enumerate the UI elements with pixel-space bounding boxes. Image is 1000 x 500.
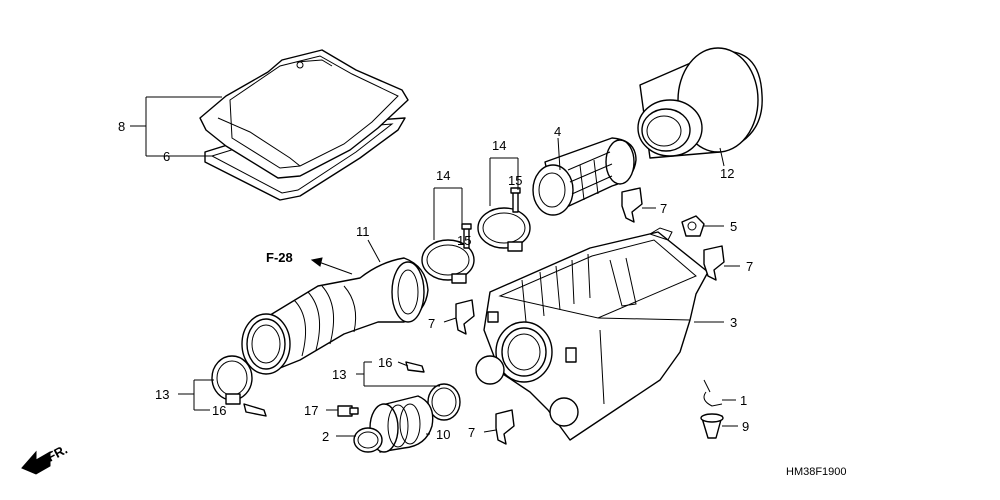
label-16-lower: 16 <box>212 403 226 418</box>
screw-part-16-upper <box>405 361 425 373</box>
label-15-upper: 15 <box>508 173 522 188</box>
label-11: 11 <box>356 224 370 239</box>
clip-part-1 <box>703 379 723 407</box>
band-clamp-part-13-right <box>427 383 461 421</box>
clip-part-7-bottom <box>495 409 515 445</box>
screw-part-16-lower <box>243 403 267 417</box>
label-15-lower: 15 <box>457 233 471 248</box>
label-2: 2 <box>322 429 329 444</box>
label-12: 12 <box>720 166 734 181</box>
front-direction-arrow <box>21 450 51 475</box>
label-5: 5 <box>730 219 737 234</box>
label-13-left: 13 <box>155 387 169 402</box>
band-clamp-part-14-upper <box>477 207 531 252</box>
label-1: 1 <box>740 393 747 408</box>
screw-part-15-right <box>510 187 521 213</box>
screw-part-15-left <box>461 223 472 249</box>
label-17: 17 <box>304 403 318 418</box>
band-clamp-part-13-left <box>211 355 253 405</box>
label-4: 4 <box>554 124 561 139</box>
intake-duct-part-11 <box>241 257 429 375</box>
air-cleaner-cover-part-8 <box>199 49 409 179</box>
label-7-left: 7 <box>428 316 435 331</box>
label-7-right: 7 <box>746 259 753 274</box>
nut-part-5 <box>681 215 705 237</box>
part-labels: 8 6 14 14 15 15 4 12 7 5 7 11 F-28 7 3 1… <box>44 119 846 478</box>
clip-part-7-right <box>703 245 725 281</box>
label-14-upper: 14 <box>492 138 506 153</box>
label-7-bottom: 7 <box>468 425 475 440</box>
leader-lines <box>130 96 740 437</box>
label-10: 10 <box>436 427 450 442</box>
label-f28: F-28 <box>266 250 293 265</box>
air-cleaner-case-part-3 <box>475 227 709 441</box>
band-clamp-part-14-lower <box>421 239 475 284</box>
label-9: 9 <box>742 419 749 434</box>
label-13-right: 13 <box>332 367 346 382</box>
clip-part-7-left <box>455 299 475 335</box>
label-6: 6 <box>163 149 170 164</box>
air-filter-element-part-12 <box>637 47 763 159</box>
label-3: 3 <box>730 315 737 330</box>
label-14-lower: 14 <box>436 168 450 183</box>
label-7-top: 7 <box>660 201 667 216</box>
cover-assembly <box>199 49 409 201</box>
element-holder-part-4 <box>532 137 637 216</box>
reference-arrow-f28 <box>310 257 353 275</box>
label-16-upper: 16 <box>378 355 392 370</box>
band-part-2 <box>353 427 383 453</box>
clip-part-7-top <box>621 187 643 223</box>
label-8: 8 <box>118 119 125 134</box>
drain-plug-part-9 <box>700 413 724 439</box>
drawing-code: HM38F1900 <box>786 466 847 478</box>
bolt-part-17 <box>337 405 359 417</box>
